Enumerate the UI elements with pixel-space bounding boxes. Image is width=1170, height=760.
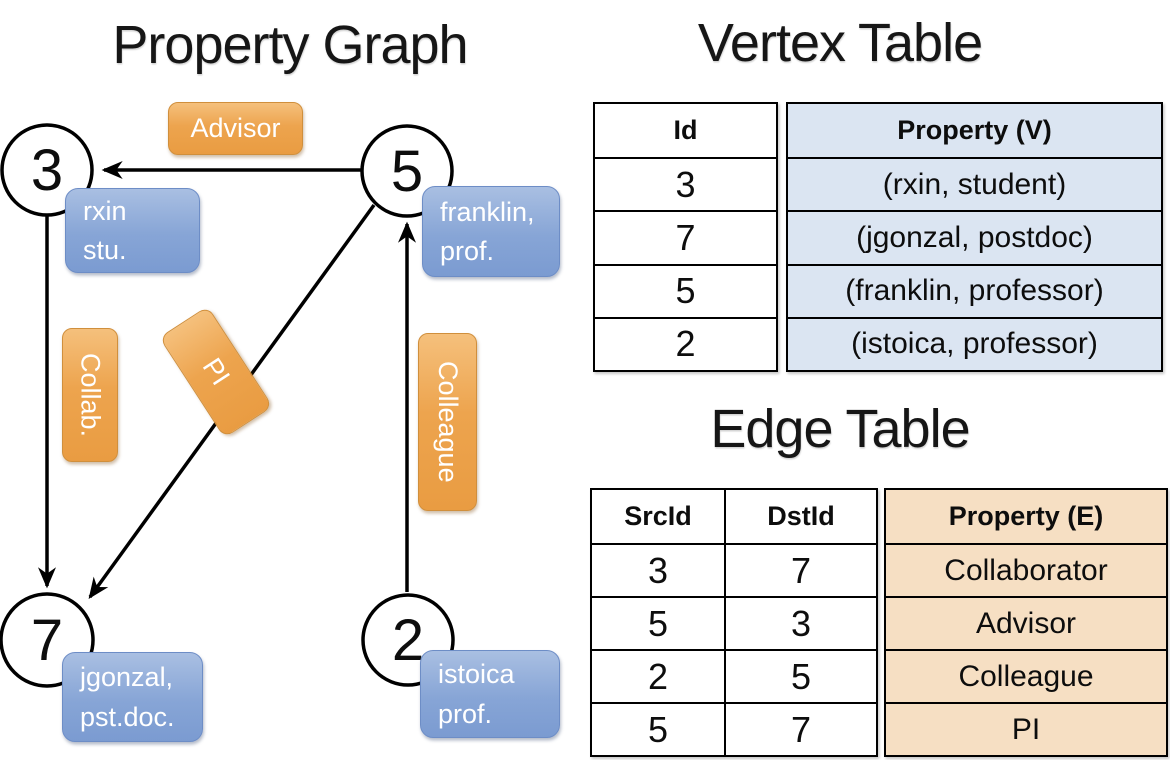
edge-table-title: Edge Table: [710, 399, 970, 459]
vertex-id-2: 2: [391, 607, 425, 673]
table-cell: 3: [724, 596, 876, 649]
edge-table-property-column: Property (E) Collaborator Advisor Collea…: [884, 488, 1168, 757]
vertex-property-box-2: istoica prof.: [420, 650, 560, 738]
table-cell: Collaborator: [886, 543, 1166, 596]
table-cell: Colleague: [886, 649, 1166, 702]
table-cell: Advisor: [886, 596, 1166, 649]
vertex-table-header-property: Property (V): [788, 104, 1161, 158]
vertex-table-title: Vertex Table: [697, 13, 983, 73]
edge-table-id-columns: SrcId DstId 3 7 5 3 2 5 5 7: [590, 488, 878, 757]
table-cell: (jgonzal, postdoc): [788, 210, 1161, 264]
table-cell: (istoica, professor): [788, 316, 1161, 370]
table-cell: 5: [592, 702, 724, 755]
vertex-table-property-column: Property (V) (rxin, student) (jgonzal, p…: [786, 102, 1163, 372]
vertex-property-line: prof.: [440, 236, 495, 266]
vertex-property-box-5: franklin, prof.: [422, 186, 560, 277]
vertex-id-7: 7: [30, 607, 64, 673]
vertex-property-line: franklin,: [440, 196, 535, 227]
vertex-property-line: jgonzal,: [80, 662, 174, 693]
edge-table-header-dstid: DstId: [724, 490, 876, 543]
vertex-property-box-7: jgonzal, pst.doc.: [62, 652, 203, 742]
table-cell: 2: [595, 316, 776, 370]
vertex-property-line: istoica: [438, 659, 515, 690]
edge-label-colleague: Colleague: [418, 333, 477, 511]
table-cell: 7: [595, 210, 776, 263]
vertex-property-box-3: rxin stu.: [65, 188, 200, 273]
vertex-id-3: 3: [30, 137, 64, 203]
property-graph-title: Property Graph: [112, 15, 468, 75]
table-cell: (franklin, professor): [788, 263, 1161, 317]
vertex-property-line: rxin: [83, 195, 127, 226]
table-cell: 5: [595, 263, 776, 317]
edge-table-header-srcid: SrcId: [624, 501, 692, 531]
vertex-property-line: prof.: [438, 698, 493, 729]
table-cell: 7: [724, 702, 876, 755]
table-cell: 5: [592, 596, 724, 649]
edge-label-advisor: Advisor: [168, 102, 303, 155]
vertex-id-5: 5: [390, 138, 424, 204]
vertex-property-line: stu.: [83, 235, 127, 265]
edge-table-header-property: Property (E): [886, 490, 1166, 543]
edge-label-collab: Collab.: [62, 328, 118, 462]
table-cell: PI: [886, 702, 1166, 755]
vertex-table-id-column: Id 3 7 5 2: [593, 102, 778, 372]
table-cell: 5: [724, 649, 876, 702]
table-cell: 7: [724, 543, 876, 596]
vertex-table-header-id: Id: [673, 115, 698, 146]
vertex-property-line: pst.doc.: [80, 701, 175, 732]
table-cell: 3: [592, 543, 724, 596]
table-cell: (rxin, student): [788, 157, 1161, 211]
table-cell: 2: [592, 649, 724, 702]
table-cell: 3: [595, 157, 776, 210]
